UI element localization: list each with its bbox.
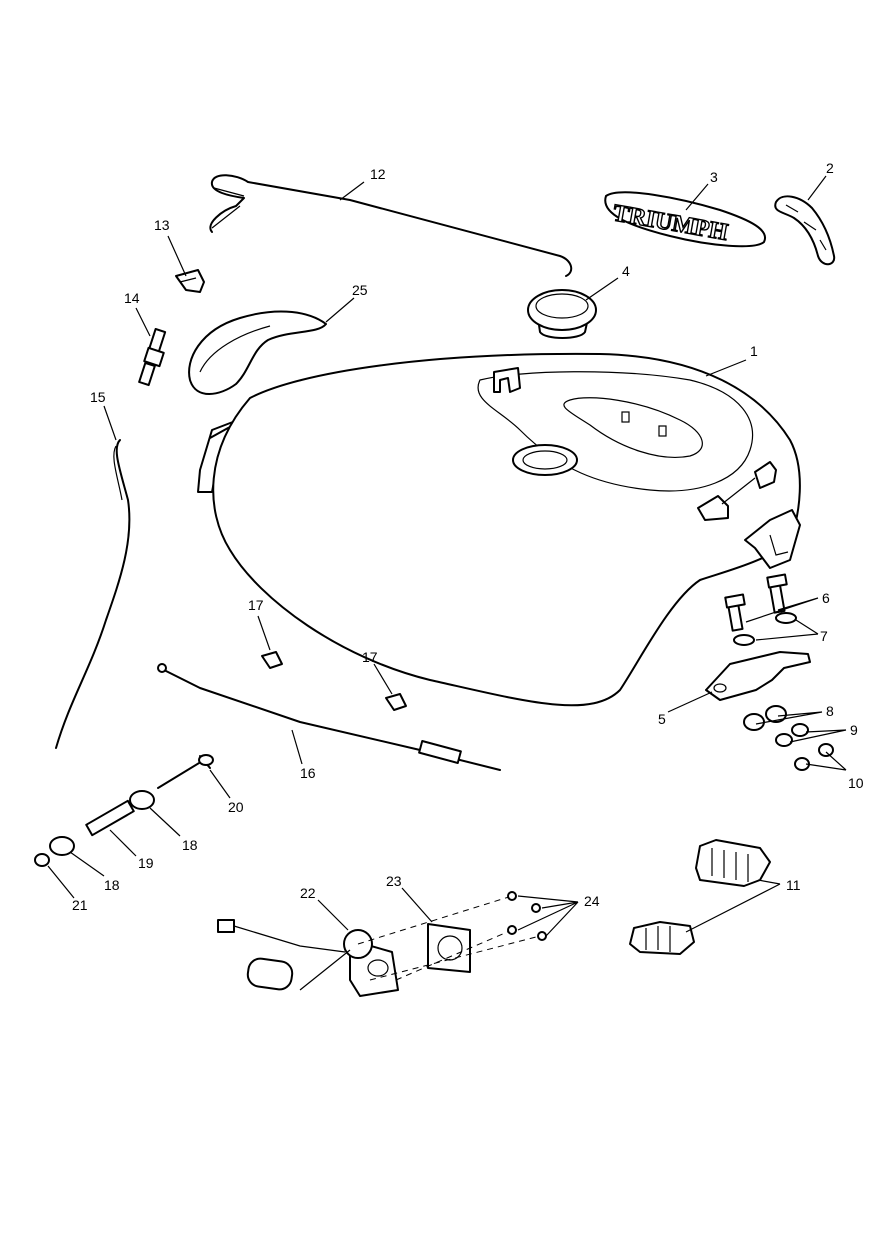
callout-22: 22 — [300, 885, 316, 901]
triumph-badge: TRIUMPH — [604, 191, 767, 248]
clip-17b — [385, 693, 407, 711]
fuel-sender-assembly — [217, 891, 547, 997]
breather-pipe — [209, 174, 573, 277]
callout-11: 11 — [786, 877, 801, 893]
callout-17a: 17 — [248, 597, 264, 613]
grommets-and-spacers — [743, 705, 834, 771]
callout-6: 6 — [822, 590, 830, 606]
callout-2: 2 — [826, 160, 834, 176]
callout-3: 3 — [710, 169, 718, 185]
callout-18b: 18 — [104, 877, 120, 893]
callout-5: 5 — [658, 711, 666, 727]
rear-mount-hardware — [34, 754, 214, 867]
callout-16: 16 — [300, 765, 316, 781]
callout-23: 23 — [386, 873, 402, 889]
side-strip — [774, 195, 836, 266]
callout-25: 25 — [352, 282, 368, 298]
callout-17b: 17 — [362, 649, 378, 665]
leader-lines — [47, 175, 847, 937]
long-hose — [55, 439, 131, 749]
rubber-blocks — [629, 839, 771, 955]
callout-24: 24 — [584, 893, 600, 909]
heat-shield-pad — [188, 310, 327, 395]
callout-15: 15 — [90, 389, 106, 405]
callout-18a: 18 — [182, 837, 198, 853]
callout-4: 4 — [622, 263, 630, 279]
callout-10: 10 — [848, 775, 864, 791]
callout-19: 19 — [138, 855, 154, 871]
callout-labels: 1 2 3 4 5 6 7 8 9 10 11 12 13 14 15 16 1… — [72, 160, 864, 913]
callout-13: 13 — [154, 217, 170, 233]
callout-7: 7 — [820, 628, 828, 644]
callout-20: 20 — [228, 799, 244, 815]
callout-14: 14 — [124, 290, 140, 306]
callout-1: 1 — [750, 343, 758, 359]
clip-17a — [261, 651, 283, 669]
fuel-tank — [197, 352, 801, 707]
callout-9: 9 — [850, 722, 858, 738]
filler-cap — [527, 289, 597, 339]
callout-21: 21 — [72, 897, 88, 913]
pipe-clip — [175, 269, 205, 293]
bolts-and-washers — [724, 573, 797, 646]
mounting-bracket — [705, 651, 811, 701]
valve — [138, 327, 167, 387]
cable — [157, 663, 501, 771]
callout-12: 12 — [370, 166, 386, 182]
callout-8: 8 — [826, 703, 834, 719]
